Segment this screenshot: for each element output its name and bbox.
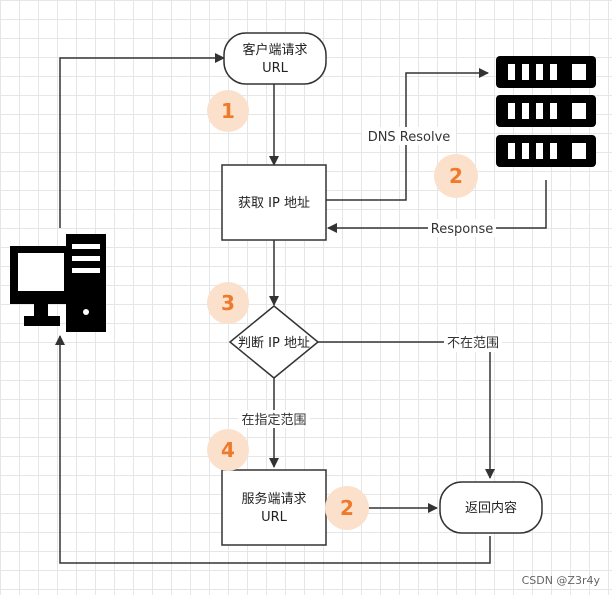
svg-text:在指定范围: 在指定范围 — [241, 413, 306, 428]
server-request-line1: 服务端请求 — [241, 491, 306, 507]
return-content-label: 返回内容 — [465, 500, 517, 516]
label-response: Response — [428, 219, 496, 237]
node-client-request: 客户端请求 URL — [223, 32, 327, 85]
client-request-line1: 客户端请求 — [242, 42, 307, 58]
step-badge-3: 3 — [207, 282, 249, 324]
node-server-request: 服务端请求 URL — [221, 469, 327, 546]
server-unit — [496, 56, 596, 88]
svg-text:2: 2 — [340, 496, 354, 520]
edge-response — [327, 180, 547, 233]
svg-text:3: 3 — [221, 291, 235, 315]
node-return-content: 返回内容 — [439, 481, 543, 534]
svg-text:DNS Resolve: DNS Resolve — [368, 130, 451, 145]
step-badge-4: 4 — [207, 429, 249, 471]
svg-text:不在范围: 不在范围 — [447, 336, 499, 351]
svg-text:2: 2 — [449, 164, 463, 188]
svg-text:4: 4 — [221, 438, 235, 462]
server-unit — [496, 135, 596, 167]
client-request-line2: URL — [262, 61, 289, 76]
edge-out-of-range — [318, 341, 495, 479]
judge-ip-label: 判断 IP 地址 — [238, 336, 310, 351]
step-badge-2-dns: 2 — [434, 154, 478, 198]
edge-return-to-computer — [55, 335, 491, 564]
step-badge-2-server: 2 — [325, 486, 369, 530]
server-stack-icon — [496, 56, 596, 167]
label-in-range: 在指定范围 — [238, 410, 310, 428]
svg-text:1: 1 — [221, 99, 235, 123]
step-badge-1: 1 — [207, 90, 249, 132]
server-unit — [496, 95, 596, 127]
computer-icon — [10, 234, 106, 332]
svg-text:Response: Response — [431, 222, 493, 237]
node-get-ip: 获取 IP 地址 — [221, 164, 327, 241]
get-ip-label: 获取 IP 地址 — [238, 196, 310, 211]
edge-computer-to-client — [59, 53, 225, 228]
watermark: CSDN @Z3r4y — [522, 574, 601, 587]
label-out-of-range: 不在范围 — [444, 334, 502, 352]
node-judge-ip: 判断 IP 地址 — [228, 305, 320, 379]
label-dns-resolve: DNS Resolve — [362, 127, 456, 145]
server-request-line2: URL — [261, 510, 288, 525]
